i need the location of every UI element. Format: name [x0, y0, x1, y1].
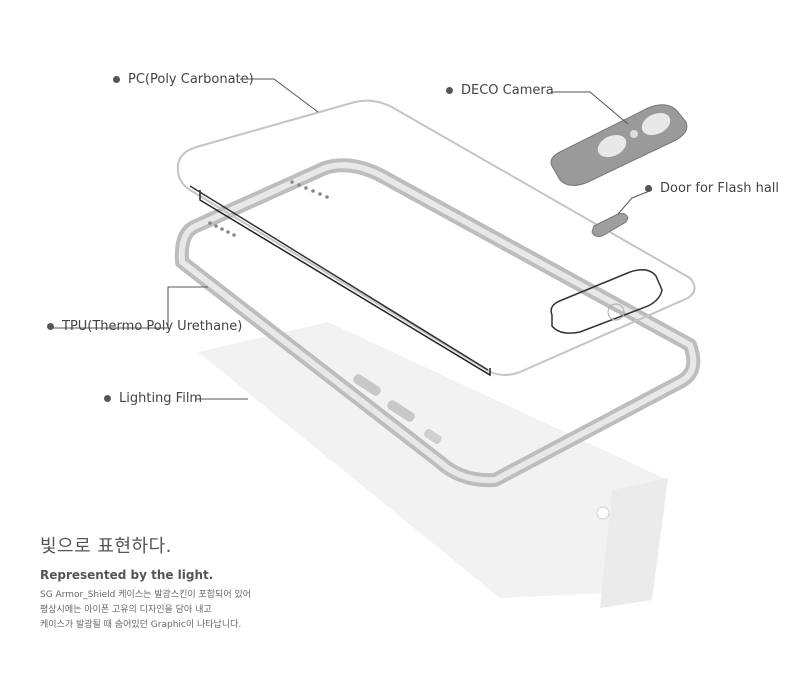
description-line: 평상시에는 아이폰 고유의 디자인을 담아 내고 [40, 604, 212, 615]
callout-lighting-film: Lighting Film [104, 392, 202, 405]
description-subheading: Represented by the light. [40, 568, 214, 582]
description-heading-ko: 빛으로 표현하다. [40, 536, 172, 557]
bullet-dot-icon [104, 395, 111, 402]
bullet-dot-icon [446, 87, 453, 94]
callout-tpu: TPU(Thermo Poly Urethane) [47, 320, 242, 333]
callout-tpu-text: TPU(Thermo Poly Urethane) [62, 319, 243, 334]
bullet-dot-icon [47, 323, 54, 330]
description-block: 빛으로 표현하다. Represented by the light. SG A… [40, 532, 251, 634]
description-line: 케이스가 발광될 때 숨어있던 Graphic이 나타납니다. [40, 619, 242, 630]
tpu-bumper-frame [174, 158, 701, 488]
callout-pc-text: PC(Poly Carbonate) [128, 72, 254, 87]
callout-deco-camera-text: DECO Camera [461, 83, 554, 98]
leader-lines [48, 78, 653, 400]
flash-door-piece [591, 213, 629, 237]
bullet-dot-icon [113, 76, 120, 83]
description-line: SG Armor_Shield 케이스는 발광스킨이 포함되어 있어 [40, 590, 252, 600]
bullet-dot-icon [645, 185, 652, 192]
callout-deco-camera: DECO Camera [446, 84, 554, 97]
deco-camera-plate [550, 104, 688, 186]
callout-pc: PC(Poly Carbonate) [113, 73, 254, 86]
callout-lighting-film-text: Lighting Film [119, 391, 203, 406]
callout-door-flash-text: Door for Flash hall [660, 181, 780, 196]
callout-door-flash: Door for Flash hall [645, 182, 779, 195]
pc-shell [176, 99, 696, 377]
